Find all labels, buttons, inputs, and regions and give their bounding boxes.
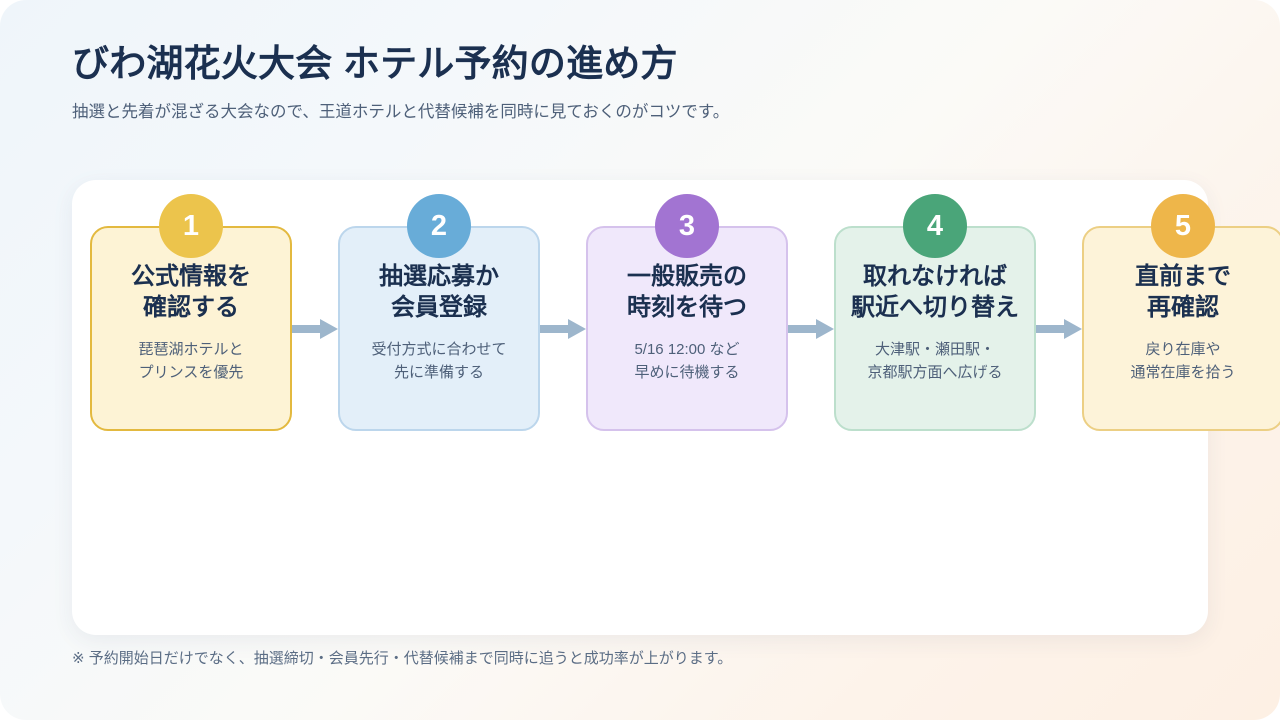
arrow-right-icon	[540, 318, 586, 339]
step-connector	[540, 226, 586, 431]
step-card-title: 取れなければ駅近へ切り替え	[842, 262, 1028, 323]
step-card-title-line: 会員登録	[391, 293, 487, 321]
step-connector	[788, 226, 834, 431]
step-card-title-line: 確認する	[143, 293, 239, 321]
step-card-title-line: 一般販売の	[627, 263, 747, 290]
step-card-description-line: 戻り在庫や	[1145, 341, 1221, 359]
step-card-title-line: 取れなければ	[863, 263, 1007, 290]
step-card-description-line: 大津駅・瀬田駅・	[874, 341, 995, 359]
step-card-title-line: 抽選応募か	[379, 263, 499, 290]
step-number-badge: 4	[903, 194, 967, 258]
step-card: 公式情報を確認する琵琶湖ホテルとプリンスを優先	[90, 226, 292, 431]
arrow-right-icon	[788, 318, 834, 339]
step-card-title: 公式情報を確認する	[98, 262, 284, 323]
page-title: びわ湖花火大会 ホテル予約の進め方	[72, 43, 678, 84]
step-card-description: 戻り在庫や通常在庫を拾う	[1090, 323, 1276, 384]
step-card-description: 5/16 12:00 など早めに待機する	[594, 323, 780, 384]
step-card-title-line: 直前まで	[1135, 263, 1231, 290]
step-card-title-line: 公式情報を	[131, 263, 251, 290]
step-connector	[1036, 226, 1082, 431]
step-card-description-line: 先に準備する	[393, 363, 484, 381]
step-card-title-line: 再確認	[1147, 293, 1219, 321]
step-card-title: 一般販売の時刻を待つ	[594, 262, 780, 323]
step-card-title: 抽選応募か会員登録	[346, 262, 532, 323]
step-card-description-line: 通常在庫を拾う	[1130, 363, 1236, 381]
step-card-description: 受付方式に合わせて先に準備する	[346, 323, 532, 384]
step-number-badge: 2	[407, 194, 471, 258]
step-card-description-line: 琵琶湖ホテルと	[138, 341, 244, 359]
step-number-badge: 3	[655, 194, 719, 258]
header: びわ湖花火大会 ホテル予約の進め方 抽選と先着が混ざる大会なので、王道ホテルと代…	[72, 42, 1172, 125]
step-card-title: 直前まで再確認	[1090, 262, 1276, 323]
step-card: 直前まで再確認戻り在庫や通常在庫を拾う	[1082, 226, 1280, 431]
step-card-description-line: 京都駅方面へ広げる	[867, 363, 1003, 381]
step-number-badge: 1	[159, 194, 223, 258]
step-card-description-line: プリンスを優先	[138, 363, 244, 381]
page-subtitle: 抽選と先着が混ざる大会なので、王道ホテルと代替候補を同時に見ておくのがコツです。	[72, 103, 730, 122]
step-card-title-line: 駅近へ切り替え	[851, 293, 1019, 321]
footnote: ※ 予約開始日だけでなく、抽選締切・会員先行・代替候補まで同時に追うと成功率が上…	[72, 650, 733, 667]
arrow-right-icon	[1036, 318, 1082, 339]
arrow-right-icon	[292, 318, 338, 339]
step-card-description-line: 5/16 12:00 など	[634, 341, 740, 359]
step-card-title-line: 時刻を待つ	[627, 293, 747, 321]
step-card: 取れなければ駅近へ切り替え大津駅・瀬田駅・京都駅方面へ広げる	[834, 226, 1036, 431]
step-card-description: 大津駅・瀬田駅・京都駅方面へ広げる	[842, 323, 1028, 384]
step-card: 抽選応募か会員登録受付方式に合わせて先に準備する	[338, 226, 540, 431]
step-card-description: 琵琶湖ホテルとプリンスを優先	[98, 323, 284, 384]
step-card-description-line: 受付方式に合わせて	[371, 341, 507, 359]
step-number-badge: 5	[1151, 194, 1215, 258]
step-card-description-line: 早めに待機する	[634, 363, 740, 381]
step-connector	[292, 226, 338, 431]
